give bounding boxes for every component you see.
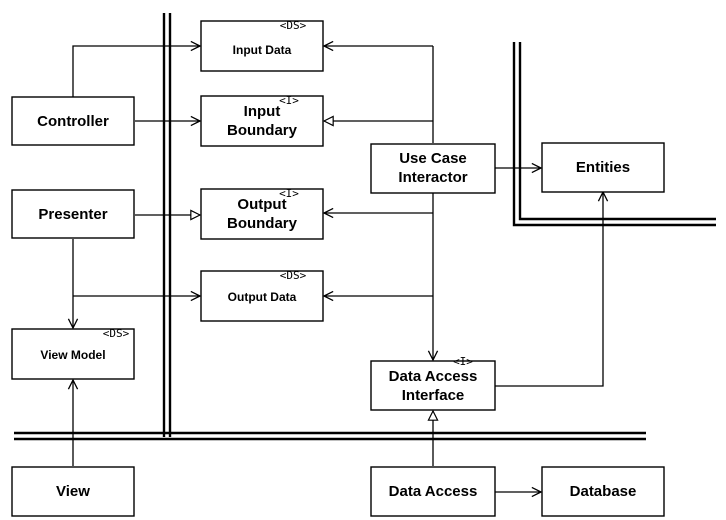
view-box: View — [11, 466, 135, 517]
stereotype-label: <DS> — [280, 269, 307, 282]
data-access-label: Data Access — [389, 483, 478, 500]
view-model-label: View Model — [40, 348, 105, 362]
presenter-box: Presenter — [11, 189, 135, 239]
use-case-interactor-label-line1: Use Case — [399, 150, 467, 167]
stereotype-label: <I> — [279, 94, 299, 107]
data-access-interface-box: <I> Data Access Interface — [370, 355, 496, 411]
stereotype-label: <DS> — [280, 19, 307, 32]
output-boundary-label-line2: Boundary — [227, 215, 298, 232]
database-box: Database — [541, 466, 665, 517]
output-data-label: Output Data — [228, 290, 297, 304]
stereotype-label: <I> — [453, 355, 473, 368]
input-data-label: Input Data — [233, 43, 292, 57]
arrow-data-access-interface-to-entities — [495, 192, 603, 387]
controller-box: Controller — [11, 96, 135, 146]
output-data-box: <DS> Output Data — [200, 269, 324, 322]
view-model-box: <DS> View Model — [11, 327, 135, 380]
stereotype-label: <I> — [279, 187, 299, 200]
entities-box: Entities — [541, 142, 665, 193]
data-access-interface-label-line1: Data Access — [389, 368, 478, 385]
connections — [73, 46, 603, 492]
boundary-vertical — [162, 13, 172, 437]
use-case-interactor-box: Use Case Interactor — [370, 143, 496, 194]
output-boundary-box: <I> Output Boundary — [200, 187, 324, 240]
output-boundary-label-line1: Output — [237, 196, 286, 213]
input-boundary-label-line1: Input — [244, 103, 281, 120]
input-boundary-box: <I> Input Boundary — [200, 94, 324, 147]
controller-label: Controller — [37, 113, 109, 130]
arrow-controller-to-input-data — [72, 46, 200, 97]
boundary-entities-corner — [512, 42, 716, 227]
data-access-interface-label-line2: Interface — [402, 387, 465, 404]
use-case-interactor-label-line2: Interactor — [398, 169, 467, 186]
presenter-label: Presenter — [38, 206, 107, 223]
database-label: Database — [570, 483, 637, 500]
entities-label: Entities — [576, 159, 630, 176]
input-boundary-label-line2: Boundary — [227, 122, 298, 139]
boundary-horizontal — [14, 431, 646, 441]
stereotype-label: <DS> — [103, 327, 130, 340]
view-label: View — [56, 483, 90, 500]
data-access-box: Data Access — [370, 466, 496, 517]
input-data-box: <DS> Input Data — [200, 19, 324, 72]
